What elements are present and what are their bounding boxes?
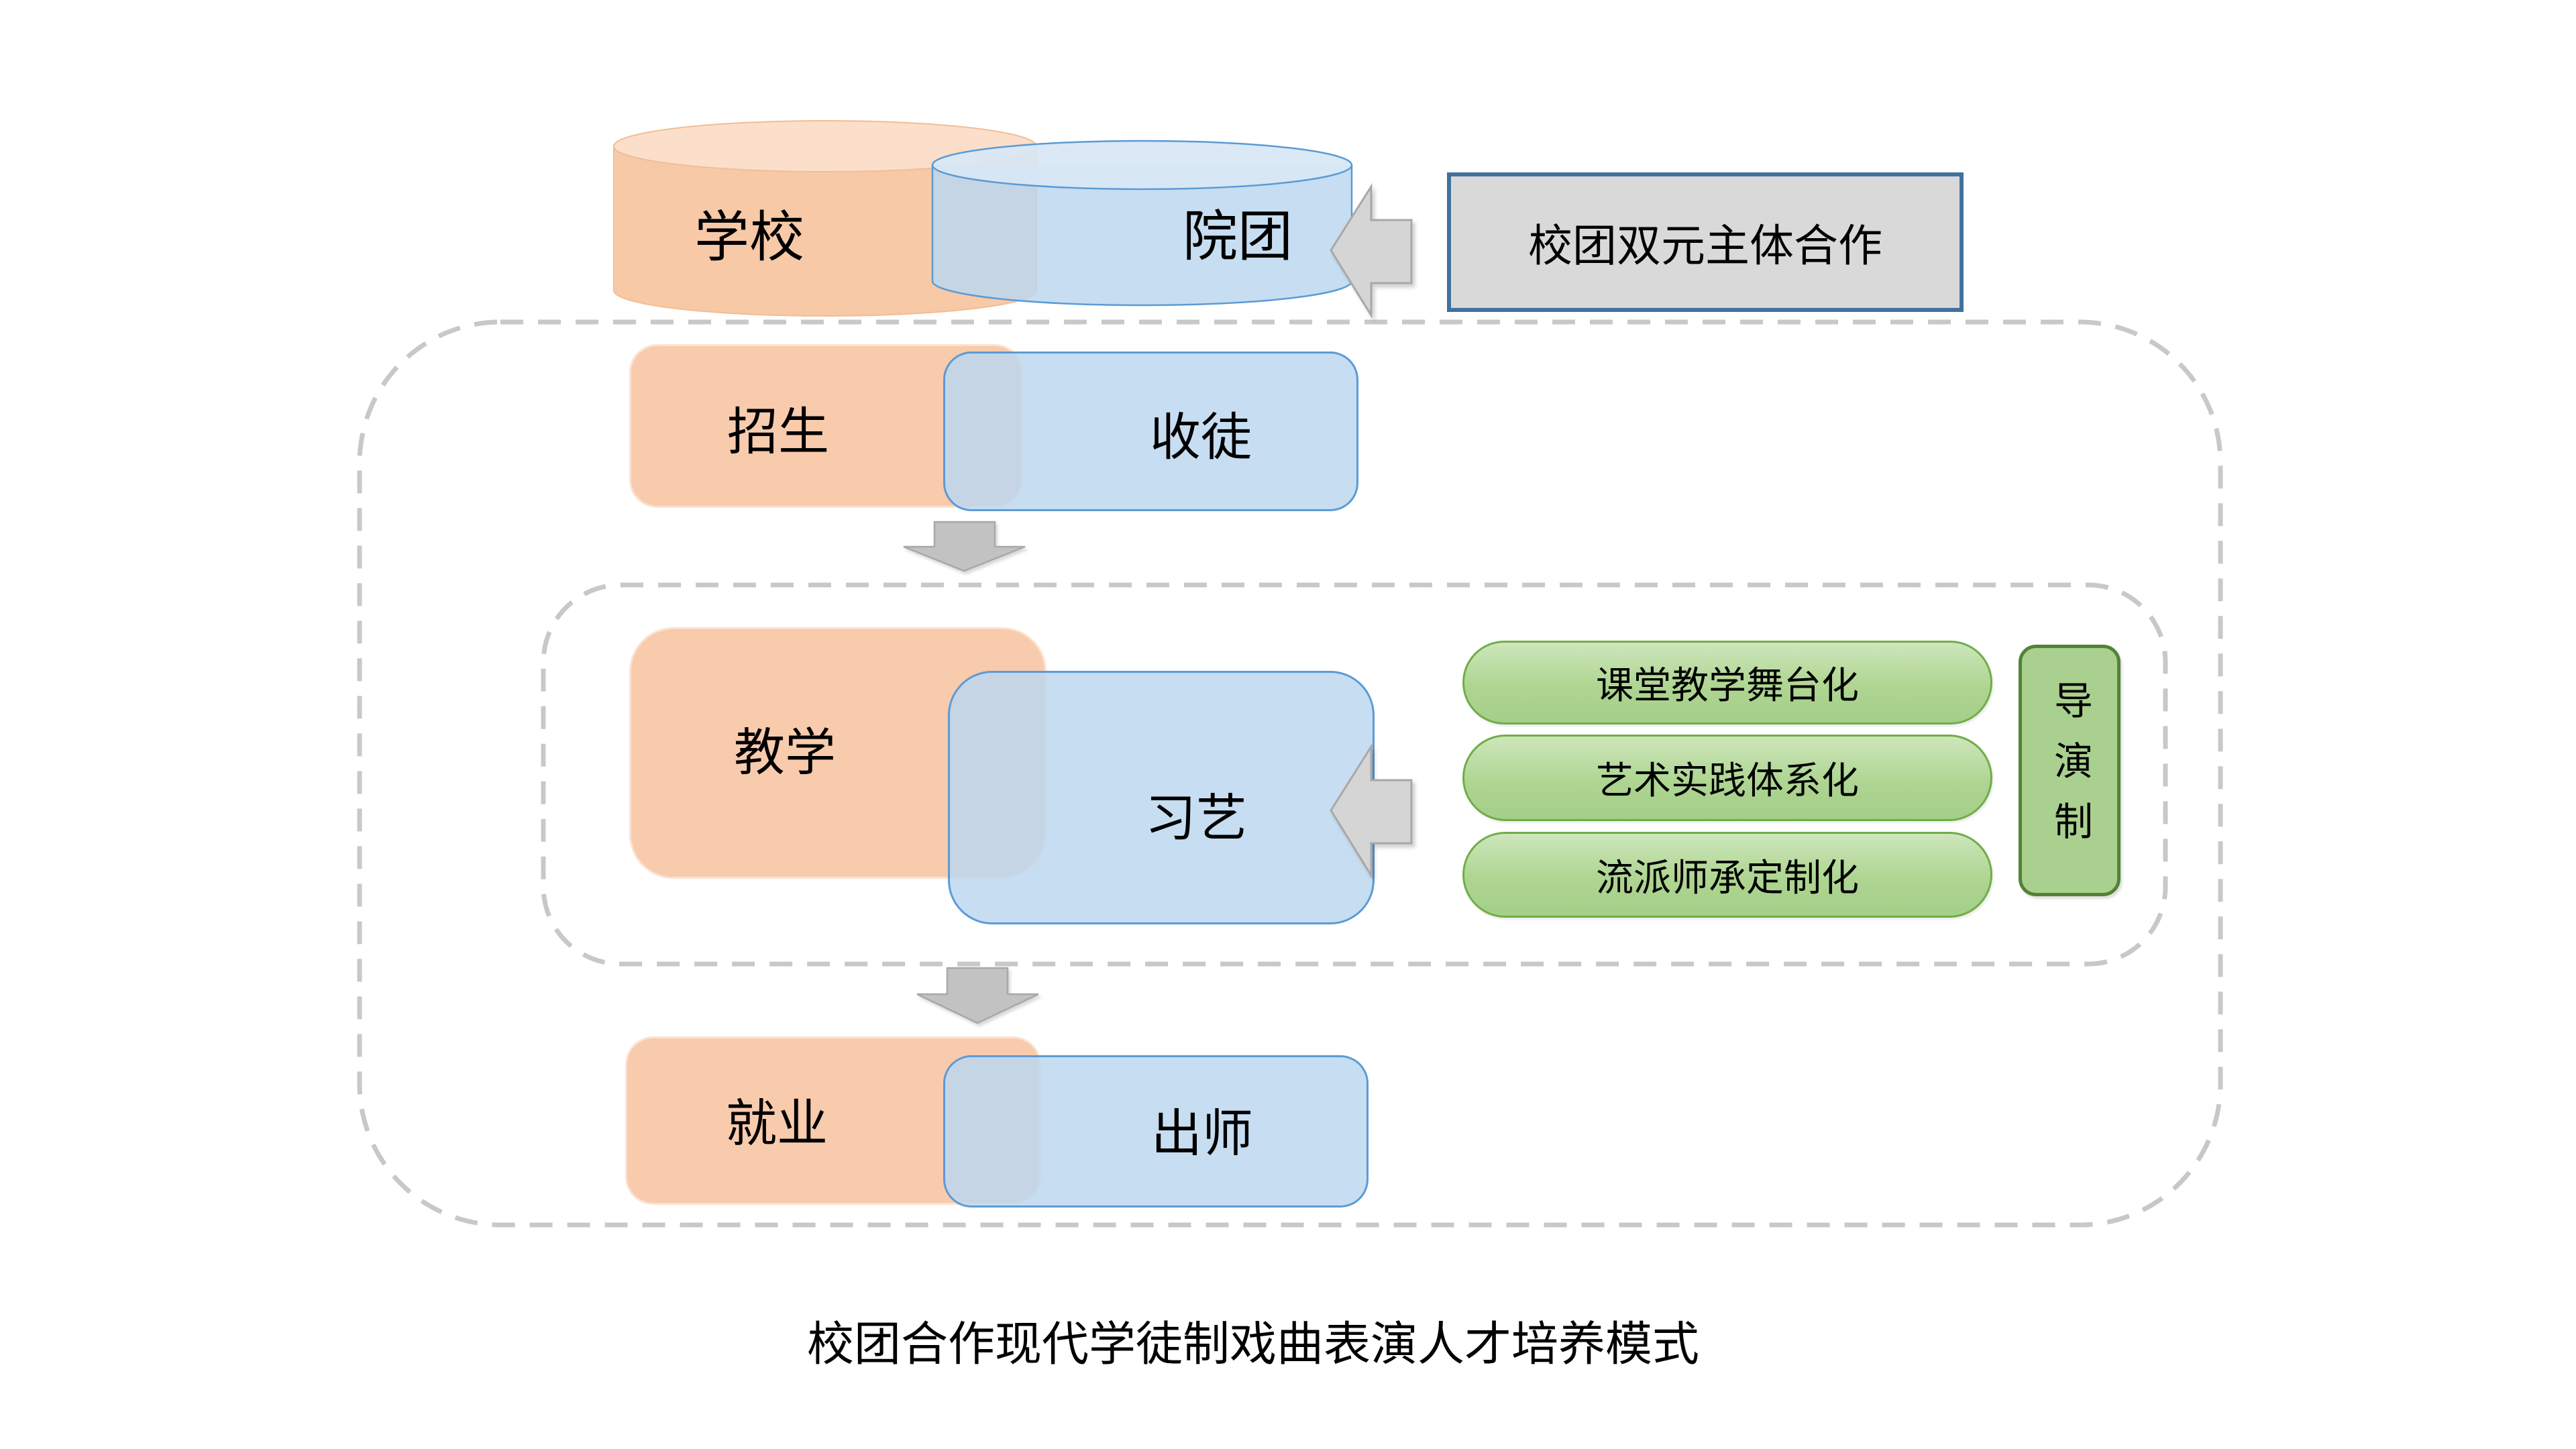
- arrow-down-icon: [903, 521, 1026, 572]
- school-cylinder: [613, 146, 1037, 317]
- cooperation-label: 校团双元主体合作: [1528, 221, 1882, 270]
- feature-bubble-classroom: 课堂教学舞台化: [1462, 641, 1992, 724]
- school-label: 学校: [694, 207, 805, 268]
- feature-bubble-label: 流派师承定制化: [1596, 856, 1859, 899]
- diagram-caption: 校团合作现代学徒制戏曲表演人才培养模式: [807, 1318, 1699, 1371]
- director-system-box: 导演制: [2019, 645, 2121, 896]
- apprentice-recruiting-label: 收徒: [1150, 409, 1252, 466]
- troupe-cylinder-top: [931, 140, 1353, 191]
- cooperation-box: 校团双元主体合作: [1447, 172, 1964, 312]
- feature-bubble-label: 课堂教学舞台化: [1596, 664, 1859, 706]
- feature-bubble-practice: 艺术实践体系化: [1462, 735, 1992, 821]
- troupe-label: 院团: [1182, 206, 1293, 268]
- enrollment-label: 招生: [727, 404, 829, 461]
- graduation-label: 出师: [1151, 1106, 1253, 1163]
- school-cylinder-top: [613, 120, 1037, 172]
- art-learning-label: 习艺: [1145, 790, 1247, 847]
- feature-bubble-mentorship: 流派师承定制化: [1462, 832, 1992, 918]
- director-system-label: 导演制: [2048, 680, 2092, 861]
- arrow-down-icon: [916, 967, 1039, 1024]
- employment-label: 就业: [726, 1095, 828, 1152]
- feature-bubble-label: 艺术实践体系化: [1596, 759, 1859, 802]
- teaching-label: 教学: [734, 724, 836, 782]
- arrow-left-icon: [1330, 182, 1413, 319]
